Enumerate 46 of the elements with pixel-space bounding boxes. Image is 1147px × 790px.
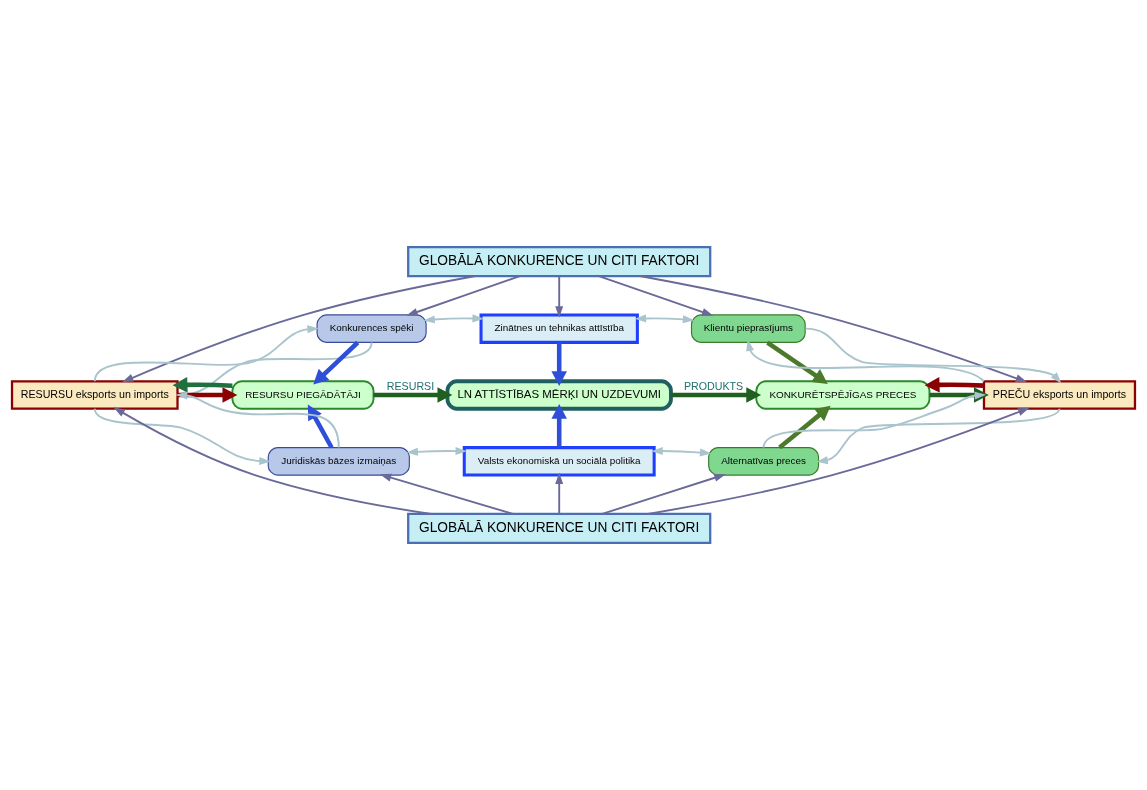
node-box: Juridiskās bāzes izmaiņas: [267, 447, 410, 476]
node-box: KONKURĒTSPĒJĪGAS PRECES: [755, 380, 931, 410]
arrow: [816, 407, 1061, 465]
arrow: [634, 314, 695, 324]
arrow: [762, 391, 987, 449]
arrow: [113, 407, 433, 515]
arrow: [423, 314, 484, 324]
arrow: [551, 403, 567, 448]
arrow: [646, 407, 1030, 515]
arrow: [601, 473, 726, 515]
arrow: [555, 472, 564, 515]
arrow: [379, 473, 514, 515]
node-box: Alternatīvas preces: [708, 447, 820, 476]
arrow: [122, 275, 477, 383]
node-box: GLOBĀLĀ KONKURENCE UN CITI FAKTORI: [407, 245, 712, 278]
node-box: RESURSU eksports un imports: [10, 380, 179, 410]
arrow: [929, 387, 989, 403]
arrow: [406, 447, 467, 456]
node-box: Zinātnes un tehnikas attīstība: [479, 313, 639, 344]
node-box: Valsts ekonomiskā un sociālā politika: [462, 446, 656, 477]
edge-label: PRODUKTS: [684, 379, 744, 392]
arrow: [307, 404, 334, 449]
arrow: [651, 447, 712, 457]
node-box: Klientu pieprasījums: [690, 314, 806, 343]
arrow: [551, 342, 567, 387]
arrow: [93, 407, 271, 466]
node-box: Konkurences spēki: [316, 314, 427, 343]
arrow: [746, 339, 985, 383]
arrow: [373, 387, 453, 403]
node-box: PREČU eksports un imports: [982, 380, 1137, 410]
arrow: [313, 340, 360, 385]
arrow: [638, 275, 1028, 383]
arrow: [804, 327, 1062, 384]
arrow: [924, 377, 984, 393]
node-box: LN ATTĪSTĪBAS MĒRĶI UN UZDEVUMI: [445, 379, 673, 411]
arrow: [597, 275, 714, 316]
arrow: [555, 275, 564, 318]
arrow: [778, 405, 831, 450]
node-box: RESURSU PIEGĀDĀTĀJI: [231, 380, 375, 410]
node-box: GLOBĀLĀ KONKURENCE UN CITI FAKTORI: [407, 512, 712, 545]
arrow: [766, 340, 828, 384]
arrow: [406, 275, 521, 316]
edge-label: RESURSI: [386, 379, 435, 392]
arrow: [93, 325, 319, 383]
arrow: [671, 387, 762, 403]
arrow: [172, 377, 233, 393]
